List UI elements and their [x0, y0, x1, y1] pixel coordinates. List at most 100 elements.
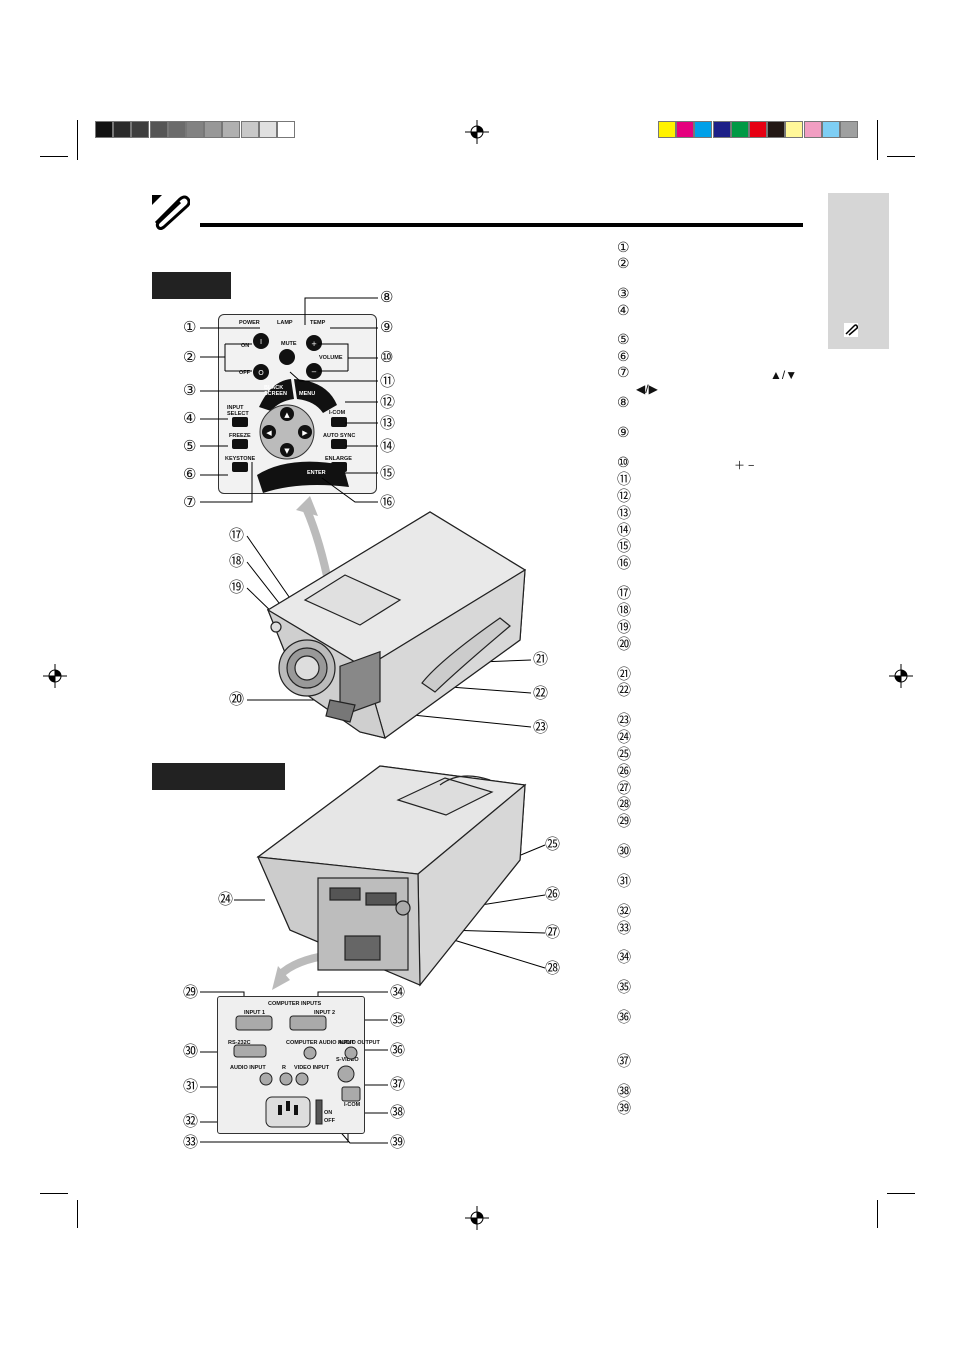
- callout-6: ⑥: [183, 466, 197, 483]
- power-on-button[interactable]: [253, 333, 269, 349]
- gray-swatch: [167, 121, 186, 138]
- left-button[interactable]: [262, 425, 276, 439]
- color-swatch: [712, 121, 731, 138]
- keystone-button[interactable]: [232, 462, 248, 472]
- callout-38: ㊳: [390, 1104, 406, 1121]
- callout-39: ㊴: [390, 1134, 406, 1151]
- list-item-number: ⑧: [617, 394, 630, 410]
- crop-mark: [40, 156, 68, 157]
- input-select-button[interactable]: [232, 417, 248, 427]
- menu-label: MENU: [299, 391, 316, 397]
- color-swatch: [821, 121, 840, 138]
- icom-port[interactable]: [341, 1086, 361, 1102]
- computer-inputs-label: COMPUTER INPUTS: [268, 1001, 322, 1007]
- gray-swatch: [186, 121, 204, 138]
- list-item-number: ⑭: [617, 522, 631, 538]
- crop-mark: [40, 1193, 68, 1194]
- list-item-number: ㉘: [617, 796, 631, 812]
- gray-swatch: [113, 121, 132, 138]
- enter-button[interactable]: [257, 461, 349, 493]
- color-swatch: [767, 121, 786, 138]
- auto-sync-button[interactable]: [331, 439, 347, 449]
- callout-9: ⑨: [380, 319, 394, 336]
- rs232c-label: RS-232C: [228, 1040, 251, 1046]
- item7-arrows-leftright: ◀/▶: [636, 382, 658, 396]
- gray-swatch: [277, 121, 295, 138]
- list-item-number: ㉜: [617, 903, 631, 919]
- gray-swatch: [222, 121, 241, 138]
- svg-text:+: +: [311, 340, 317, 348]
- callout-33: ㉝: [183, 1134, 199, 1151]
- power-switch-on-label: ON: [324, 1110, 333, 1116]
- enlarge-label: ENLARGE: [325, 456, 352, 462]
- icom-button[interactable]: [331, 417, 347, 427]
- audio-output-jack[interactable]: [344, 1046, 358, 1060]
- list-item-number: ㉟: [617, 979, 631, 995]
- list-item-number: ㉚: [617, 843, 631, 859]
- computer-audio-input-label: COMPUTER AUDIO INPUT: [286, 1040, 355, 1046]
- video-input-jack[interactable]: [295, 1072, 309, 1086]
- audio-r-jack[interactable]: [279, 1072, 293, 1086]
- callout-3: ③: [183, 382, 197, 399]
- color-swatch: [676, 121, 695, 138]
- computer-audio-jack[interactable]: [303, 1046, 317, 1060]
- gray-swatch: [240, 121, 259, 138]
- ac-socket[interactable]: [265, 1096, 311, 1128]
- down-button[interactable]: [280, 443, 294, 457]
- list-item-number: ⑲: [617, 619, 631, 635]
- color-swatch: [803, 121, 822, 138]
- gray-swatch: [258, 121, 277, 138]
- rear-view-label-box: [152, 763, 285, 790]
- input1-port[interactable]: [235, 1015, 273, 1031]
- callout-25: ㉕: [545, 836, 561, 853]
- callout-10: ⑩: [380, 349, 394, 366]
- color-swatch: [694, 121, 713, 138]
- svg-text:▲: ▲: [284, 411, 290, 419]
- callout-32: ㉜: [183, 1113, 199, 1130]
- gray-swatch: [131, 121, 150, 138]
- list-item-number: ⑪: [617, 471, 631, 487]
- paperclip-icon: [150, 193, 190, 231]
- list-item-number: ⑱: [617, 602, 631, 618]
- rear-connection-panel: COMPUTER INPUTS INPUT 1 INPUT 2 RS-232C …: [217, 996, 380, 1134]
- mute-button[interactable]: [279, 349, 295, 365]
- list-item-number: ⑮: [617, 538, 631, 554]
- callout-16: ⑯: [380, 494, 396, 511]
- audio-l-jack[interactable]: [259, 1072, 273, 1086]
- svg-text:−: −: [311, 368, 317, 376]
- item7-arrows-updown: ▲/▼: [770, 368, 798, 382]
- volume-up-button[interactable]: [306, 335, 322, 351]
- enter-label: ENTER: [307, 470, 326, 476]
- rs232c-port[interactable]: [233, 1044, 267, 1058]
- callout-22: ㉒: [533, 685, 549, 702]
- color-swatch: [749, 121, 767, 138]
- power-switch-off-label: OFF: [324, 1118, 335, 1124]
- volume-down-button[interactable]: [306, 363, 322, 379]
- callout-2: ②: [183, 349, 197, 366]
- direction-pad: [259, 404, 315, 460]
- top-control-panel: POWER LAMP TEMP ON OFF MUTE VOLUME BLACK…: [218, 314, 377, 494]
- menu-button[interactable]: [294, 379, 337, 413]
- list-item-number: ⑤: [617, 331, 630, 347]
- svideo-port[interactable]: [337, 1065, 355, 1083]
- top-view-label-box: [152, 272, 231, 299]
- input2-port[interactable]: [289, 1015, 327, 1031]
- rear-panel-connectors: [233, 1015, 361, 1128]
- black-screen-button[interactable]: [259, 379, 294, 411]
- callout-20: ⑳: [229, 691, 245, 708]
- freeze-button[interactable]: [232, 439, 248, 449]
- callout-15: ⑮: [380, 465, 396, 482]
- up-button[interactable]: [280, 407, 294, 421]
- freeze-label: FREEZE: [229, 433, 251, 439]
- video-input-label: VIDEO INPUT: [294, 1065, 330, 1071]
- audio-r-label: R: [282, 1065, 286, 1071]
- gray-swatch: [204, 121, 223, 138]
- callout-4: ④: [183, 410, 197, 427]
- right-button[interactable]: [298, 425, 312, 439]
- callout-30: ㉚: [183, 1043, 199, 1060]
- list-item-number: ⑥: [617, 348, 630, 364]
- callout-17: ⑰: [229, 527, 245, 544]
- power-off-button[interactable]: [253, 364, 269, 380]
- main-power-switch[interactable]: [315, 1099, 323, 1125]
